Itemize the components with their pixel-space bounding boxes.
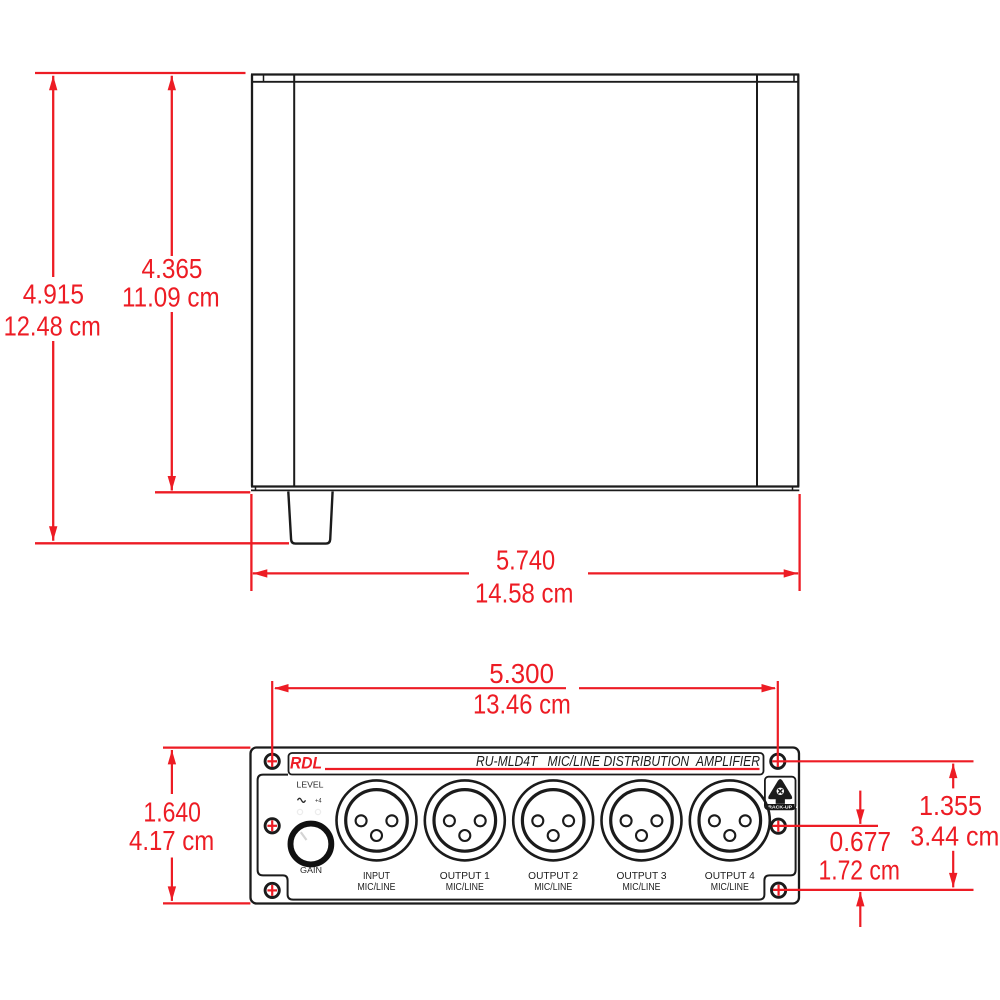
svg-text:OUTPUT 2: OUTPUT 2 [528, 871, 578, 882]
svg-text:RU-MLD4T MIC/LINE DISTRIBUTI: RU-MLD4T MIC/LINE DISTRIBUTION AMPLIFIER [476, 753, 760, 770]
svg-text:4.915: 4.915 [23, 279, 84, 310]
svg-text:RACK-UP: RACK-UP [768, 805, 792, 810]
svg-text:OUTPUT 3: OUTPUT 3 [617, 871, 667, 882]
svg-text:LEVEL: LEVEL [297, 780, 324, 790]
svg-text:RDL: RDL [290, 754, 322, 773]
svg-text:13.46 cm: 13.46 cm [473, 689, 571, 720]
svg-text:5.300: 5.300 [489, 658, 554, 689]
svg-text:1.640: 1.640 [143, 796, 201, 827]
svg-text:MIC/LINE: MIC/LINE [534, 882, 572, 893]
svg-text:INPUT: INPUT [363, 871, 390, 882]
svg-text:11.09 cm: 11.09 cm [122, 282, 220, 313]
svg-text:MIC/LINE: MIC/LINE [623, 882, 661, 893]
svg-text:MIC/LINE: MIC/LINE [358, 882, 396, 893]
svg-text:OUTPUT 1: OUTPUT 1 [440, 871, 490, 882]
svg-text:1.355: 1.355 [919, 790, 982, 821]
svg-text:3.44 cm: 3.44 cm [910, 820, 999, 851]
svg-text:14.58 cm: 14.58 cm [475, 577, 574, 608]
svg-text:12.48 cm: 12.48 cm [4, 310, 101, 341]
svg-text:4.17 cm: 4.17 cm [129, 825, 214, 856]
svg-text:5.740: 5.740 [496, 544, 555, 575]
svg-text:GAIN: GAIN [300, 865, 322, 875]
svg-text:0.677: 0.677 [830, 826, 892, 857]
svg-text:4.365: 4.365 [142, 253, 203, 284]
svg-text:1.72 cm: 1.72 cm [819, 855, 900, 886]
svg-text:MIC/LINE: MIC/LINE [711, 882, 749, 893]
svg-text:MIC/LINE: MIC/LINE [446, 882, 484, 893]
svg-text:OUTPUT 4: OUTPUT 4 [705, 871, 755, 882]
svg-text:+4: +4 [315, 798, 322, 805]
